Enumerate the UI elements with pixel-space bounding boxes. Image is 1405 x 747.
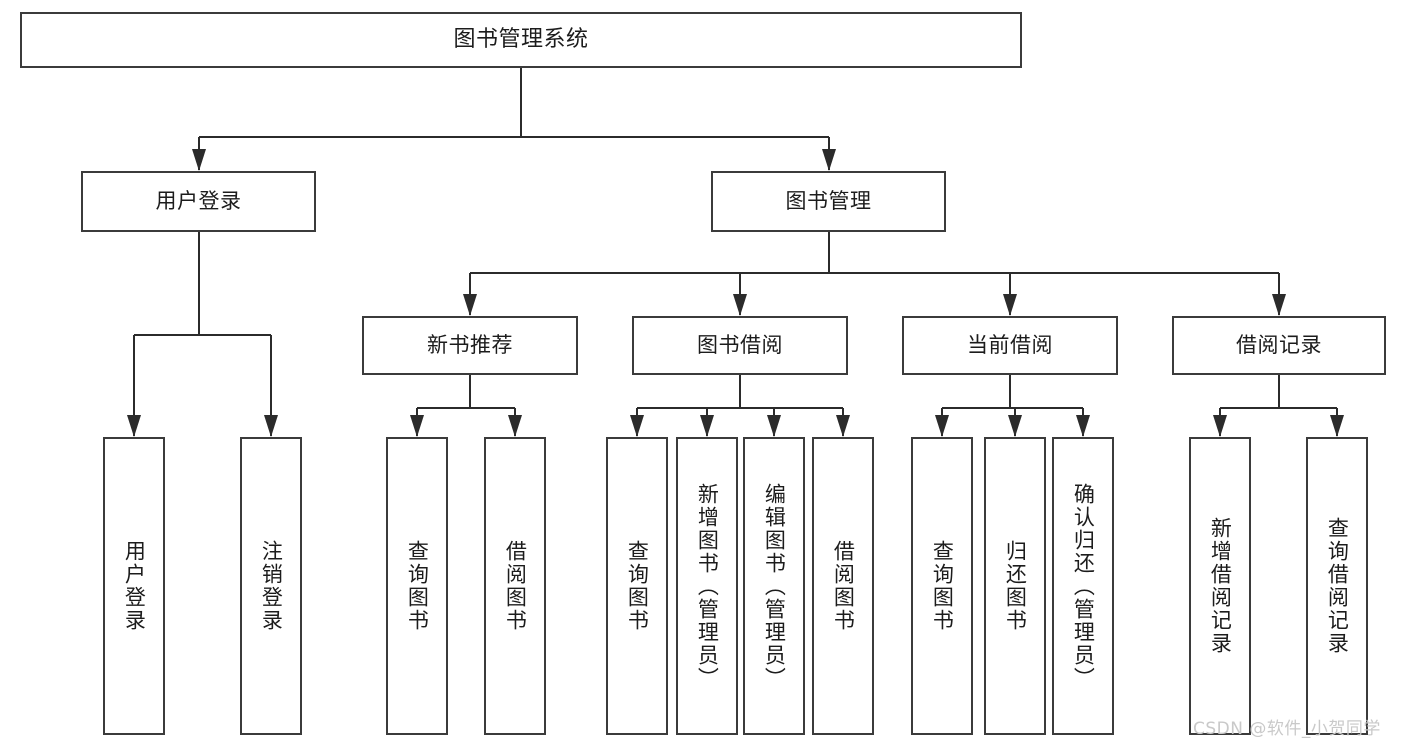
node-label: 编辑图书（管理员） xyxy=(762,482,787,690)
node-root[interactable]: 图书管理系统 xyxy=(20,12,1022,68)
node-label: 注销登录 xyxy=(259,540,284,632)
node-label: 当前借阅 xyxy=(967,333,1053,358)
node-label: 新增借阅记录 xyxy=(1208,517,1233,655)
node-label: 查询图书 xyxy=(930,540,955,632)
edge-group-n-current xyxy=(935,375,1090,437)
node-label: 借阅图书 xyxy=(503,540,528,632)
edge-group-n-borrow xyxy=(630,375,850,437)
node-l-cur-3[interactable]: 确认归还（管理员） xyxy=(1052,437,1114,735)
node-n-newbook[interactable]: 新书推荐 xyxy=(362,316,578,375)
node-l-bor-2[interactable]: 新增图书（管理员） xyxy=(676,437,738,735)
node-l-new-1[interactable]: 查询图书 xyxy=(386,437,448,735)
node-label: 归还图书 xyxy=(1003,540,1028,632)
node-n-login[interactable]: 用户登录 xyxy=(81,171,316,232)
node-n-bookmgmt[interactable]: 图书管理 xyxy=(711,171,946,232)
node-label: 借阅图书 xyxy=(831,540,856,632)
node-label: 查询图书 xyxy=(625,540,650,632)
edge-group-n-bookmgmt xyxy=(463,232,1286,316)
node-n-borrow[interactable]: 图书借阅 xyxy=(632,316,848,375)
node-l-rec-1[interactable]: 新增借阅记录 xyxy=(1189,437,1251,735)
node-label: 用户登录 xyxy=(122,540,147,632)
node-n-record[interactable]: 借阅记录 xyxy=(1172,316,1386,375)
edge-group-n-login xyxy=(127,232,278,437)
node-l-bor-1[interactable]: 查询图书 xyxy=(606,437,668,735)
node-l-cur-1[interactable]: 查询图书 xyxy=(911,437,973,735)
edge-group-n-record xyxy=(1213,375,1344,437)
node-label: 图书管理系统 xyxy=(453,27,589,53)
node-l-cur-2[interactable]: 归还图书 xyxy=(984,437,1046,735)
node-label: 新书推荐 xyxy=(427,333,513,358)
node-l-login-2[interactable]: 注销登录 xyxy=(240,437,302,735)
node-label: 确认归还（管理员） xyxy=(1071,482,1096,690)
node-l-rec-2[interactable]: 查询借阅记录 xyxy=(1306,437,1368,735)
edge-group-n-newbook xyxy=(410,375,522,437)
node-l-login-1[interactable]: 用户登录 xyxy=(103,437,165,735)
node-label: 借阅记录 xyxy=(1236,333,1322,358)
node-n-current[interactable]: 当前借阅 xyxy=(902,316,1118,375)
node-l-new-2[interactable]: 借阅图书 xyxy=(484,437,546,735)
node-label: 图书管理 xyxy=(785,189,872,214)
node-label: 查询图书 xyxy=(405,540,430,632)
node-label: 用户登录 xyxy=(155,189,242,214)
node-label: 新增图书（管理员） xyxy=(695,482,720,690)
edge-group-root xyxy=(192,68,836,171)
node-label: 查询借阅记录 xyxy=(1325,517,1350,655)
node-label: 图书借阅 xyxy=(697,333,783,358)
node-l-bor-4[interactable]: 借阅图书 xyxy=(812,437,874,735)
node-l-bor-3[interactable]: 编辑图书（管理员） xyxy=(743,437,805,735)
